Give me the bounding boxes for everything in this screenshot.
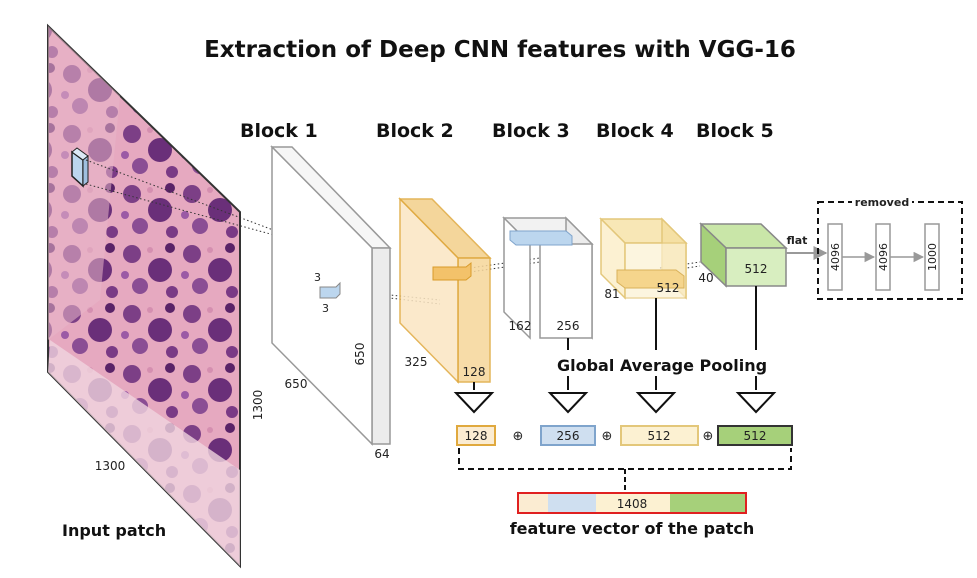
pool-triangle-4: [735, 392, 777, 414]
concat-bracket: [458, 448, 792, 470]
block-2-heading: Block 2: [376, 120, 454, 142]
pooled-vector-128: [456, 425, 496, 446]
block-3-volume: [502, 216, 594, 340]
pool-triangle-3: [635, 392, 677, 414]
input-width-label: 1300: [95, 459, 126, 473]
feature-vector-label: feature vector of the patch: [510, 519, 755, 538]
block-5-width-label: 40: [698, 271, 713, 285]
pooled-vector-512-b: [717, 425, 793, 446]
block-1-kernel-h: 3: [322, 302, 329, 315]
concat-symbol-2: ⊕: [602, 429, 613, 444]
input-patch: [47, 23, 241, 569]
block-5-depth-label: 512: [745, 262, 768, 276]
block-1-volume: [270, 145, 392, 446]
diagram-title: Extraction of Deep CNN features with VGG…: [204, 37, 796, 63]
fc-layer-3-label: 1000: [926, 243, 939, 271]
block-1-depth-label: 64: [374, 447, 389, 461]
block-2-kernel: [432, 261, 472, 281]
removed-label: removed: [855, 196, 909, 209]
feature-vector: [517, 492, 747, 514]
input-patch-label: Input patch: [62, 521, 166, 540]
block-3-heading: Block 3: [492, 120, 570, 142]
pooled-vector-512-a-label: 512: [648, 429, 671, 443]
pool-triangle-1: [453, 392, 495, 414]
block-2-depth-label: 128: [463, 365, 486, 379]
block-1-height-label: 650: [353, 343, 367, 366]
block-4-width-label: 81: [604, 287, 619, 301]
fc-layer-1-label: 4096: [829, 243, 842, 271]
block-1-heading: Block 1: [240, 120, 318, 142]
block-5-volume: [699, 222, 788, 288]
block-4-depth-label: 512: [657, 281, 680, 295]
pooled-vector-256: [540, 425, 596, 446]
flat-label: flat: [787, 234, 808, 247]
feature-vector-size: 1408: [617, 497, 648, 511]
block-1-kernel: [319, 281, 341, 299]
block-1-width-label: 650: [285, 377, 308, 391]
block-5-heading: Block 5: [696, 120, 774, 142]
pooled-vector-512-a: [620, 425, 699, 446]
block-4-volume: [599, 217, 688, 300]
pooled-vector-512-b-label: 512: [744, 429, 767, 443]
block-2-width-label: 325: [405, 355, 428, 369]
pool-triangle-2: [547, 392, 589, 414]
block-2-volume: [398, 197, 492, 384]
input-height-label: 1300: [251, 390, 265, 421]
pooled-vector-256-label: 256: [557, 429, 580, 443]
block-3-width-label: 162: [509, 319, 532, 333]
concat-symbol-3: ⊕: [703, 429, 714, 444]
block-3-pool-slab: [509, 230, 573, 246]
global-average-pooling-label: Global Average Pooling: [557, 356, 767, 375]
concat-symbol-1: ⊕: [513, 429, 524, 444]
block-4-pool-slab: [616, 269, 685, 289]
pooled-vector-128-label: 128: [465, 429, 488, 443]
block-1-kernel-w: 3: [314, 271, 321, 284]
block-4-heading: Block 4: [596, 120, 674, 142]
fc-layer-3: [924, 223, 940, 291]
fc-layer-2-label: 4096: [877, 243, 890, 271]
block-3-depth-label: 256: [557, 319, 580, 333]
